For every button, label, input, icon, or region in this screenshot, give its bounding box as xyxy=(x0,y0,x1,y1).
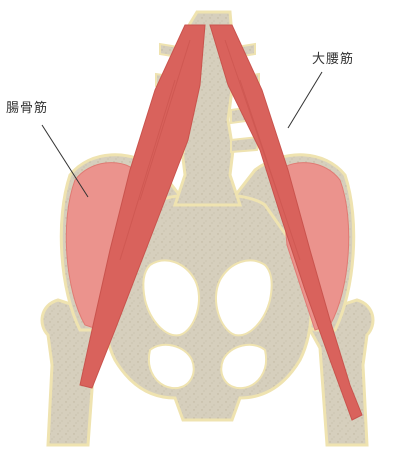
iliacus-label: 腸骨筋 xyxy=(6,97,48,116)
psoas-major-label: 大腰筋 xyxy=(312,48,354,67)
iliacus-leader-line xyxy=(42,125,88,197)
psoas-leader-line xyxy=(288,72,322,128)
